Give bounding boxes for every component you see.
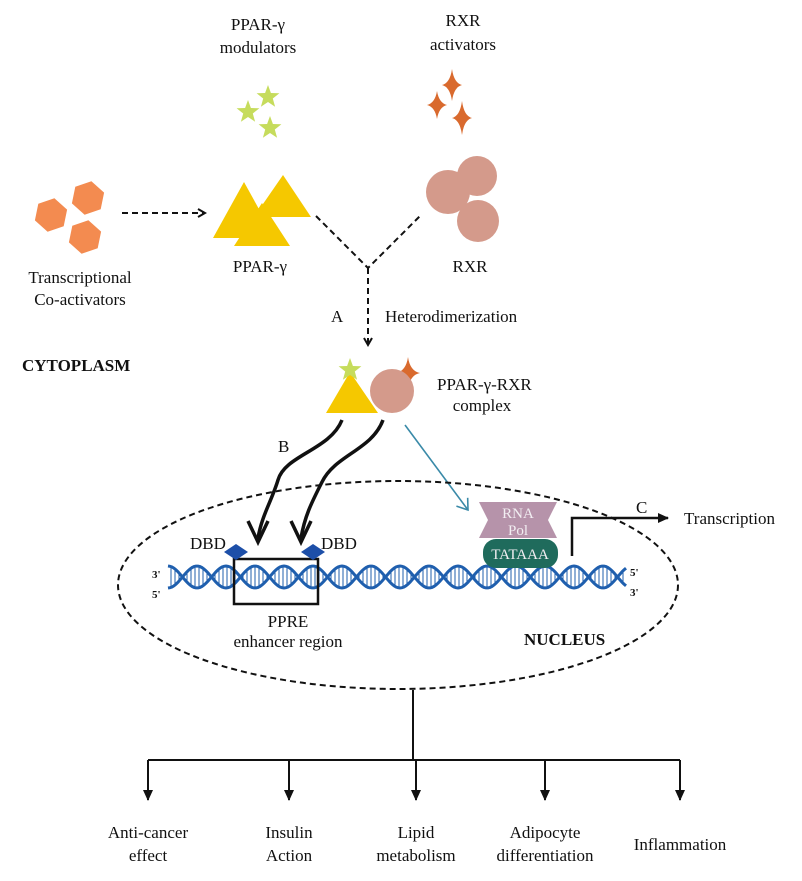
hexagon-icon bbox=[71, 181, 105, 215]
ppar-label: PPAR-γ bbox=[233, 257, 288, 276]
ppar-modulator-stars bbox=[236, 85, 282, 138]
nucleus-membrane bbox=[117, 480, 679, 690]
dbd-left-label: DBD bbox=[190, 534, 226, 553]
rxr-activator-sparkles bbox=[427, 69, 472, 135]
outcome-tree bbox=[148, 690, 680, 761]
arrowhead-left bbox=[246, 520, 270, 547]
outcome-label: Anti-cancer bbox=[108, 823, 189, 842]
coactivator-hexagons bbox=[34, 181, 105, 254]
sparkle-icon bbox=[452, 101, 472, 135]
tataaa-label: TATAAA bbox=[491, 547, 549, 563]
rna-pol-shape bbox=[479, 502, 557, 538]
ppre-label-2: enhancer region bbox=[233, 632, 343, 651]
dna-strand bbox=[167, 564, 627, 590]
strand-right-top: 5' bbox=[630, 567, 639, 579]
tataaa-box bbox=[483, 539, 558, 568]
step-c-label: C bbox=[636, 498, 647, 517]
complex-label-2: complex bbox=[453, 396, 512, 415]
sparkle-icon bbox=[442, 69, 462, 101]
outcome-label: differentiation bbox=[497, 846, 594, 865]
outcome-label: Lipid bbox=[398, 823, 435, 842]
step-a-label: A bbox=[331, 307, 344, 326]
sparkle-icon bbox=[427, 91, 447, 119]
strand-right-bottom: 3' bbox=[630, 587, 639, 599]
star-icon bbox=[236, 100, 260, 122]
step-b-label: B bbox=[278, 437, 289, 456]
hexagon-icon bbox=[34, 198, 68, 232]
strand-left-top: 3' bbox=[152, 569, 161, 581]
outcome-label: Inflammation bbox=[634, 835, 727, 854]
outcome-label: Insulin bbox=[265, 823, 313, 842]
cytoplasm-label: CYTOPLASM bbox=[22, 356, 130, 375]
ppre-box bbox=[232, 557, 320, 606]
ppar-rxr-complex bbox=[326, 357, 420, 413]
binding-arrow-left bbox=[256, 419, 344, 539]
ppar-gamma-shape bbox=[213, 175, 311, 246]
rna-pol-label: RNA bbox=[502, 506, 534, 522]
dbd-left-diamond bbox=[224, 544, 248, 560]
transcription-arrow bbox=[570, 513, 669, 556]
dna-strand bbox=[167, 564, 627, 590]
rxr-activators-label-2: activators bbox=[430, 35, 496, 54]
strand-left-bottom: 5' bbox=[152, 589, 161, 601]
heterodimerization-arrow bbox=[315, 215, 421, 345]
heterodimerization-label: Heterodimerization bbox=[385, 307, 518, 326]
rxr-label: RXR bbox=[453, 257, 489, 276]
dna-helix bbox=[167, 564, 627, 590]
ppar-modulators-label: PPAR-γ bbox=[231, 15, 286, 34]
transcription-path-arrow bbox=[404, 424, 469, 512]
nucleus-label: NUCLEUS bbox=[524, 630, 605, 649]
outcome-label: Action bbox=[266, 846, 313, 865]
rna-pol-label-2: Pol bbox=[508, 523, 528, 539]
star-icon bbox=[256, 85, 280, 107]
outcome-label: metabolism bbox=[376, 846, 455, 865]
ppar-modulators-label-2: modulators bbox=[220, 38, 297, 57]
transcription-label: Transcription bbox=[684, 509, 775, 528]
dbd-right-diamond bbox=[301, 544, 325, 560]
complex-label: PPAR-γ-RXR bbox=[437, 375, 532, 394]
coactivators-label: Transcriptional bbox=[28, 268, 132, 287]
rxr-shape bbox=[426, 156, 499, 242]
arrowhead-right bbox=[289, 520, 313, 547]
rxr-activators-label: RXR bbox=[446, 11, 482, 30]
outcome-label: Adipocyte bbox=[510, 823, 581, 842]
star-icon bbox=[258, 116, 282, 138]
binding-arrow-right bbox=[299, 419, 385, 539]
coactivators-label-2: Co-activators bbox=[34, 290, 126, 309]
dbd-right-label: DBD bbox=[321, 534, 357, 553]
hexagon-icon bbox=[68, 220, 102, 254]
ppre-label: PPRE bbox=[268, 612, 309, 631]
outcome-label: effect bbox=[129, 846, 168, 865]
